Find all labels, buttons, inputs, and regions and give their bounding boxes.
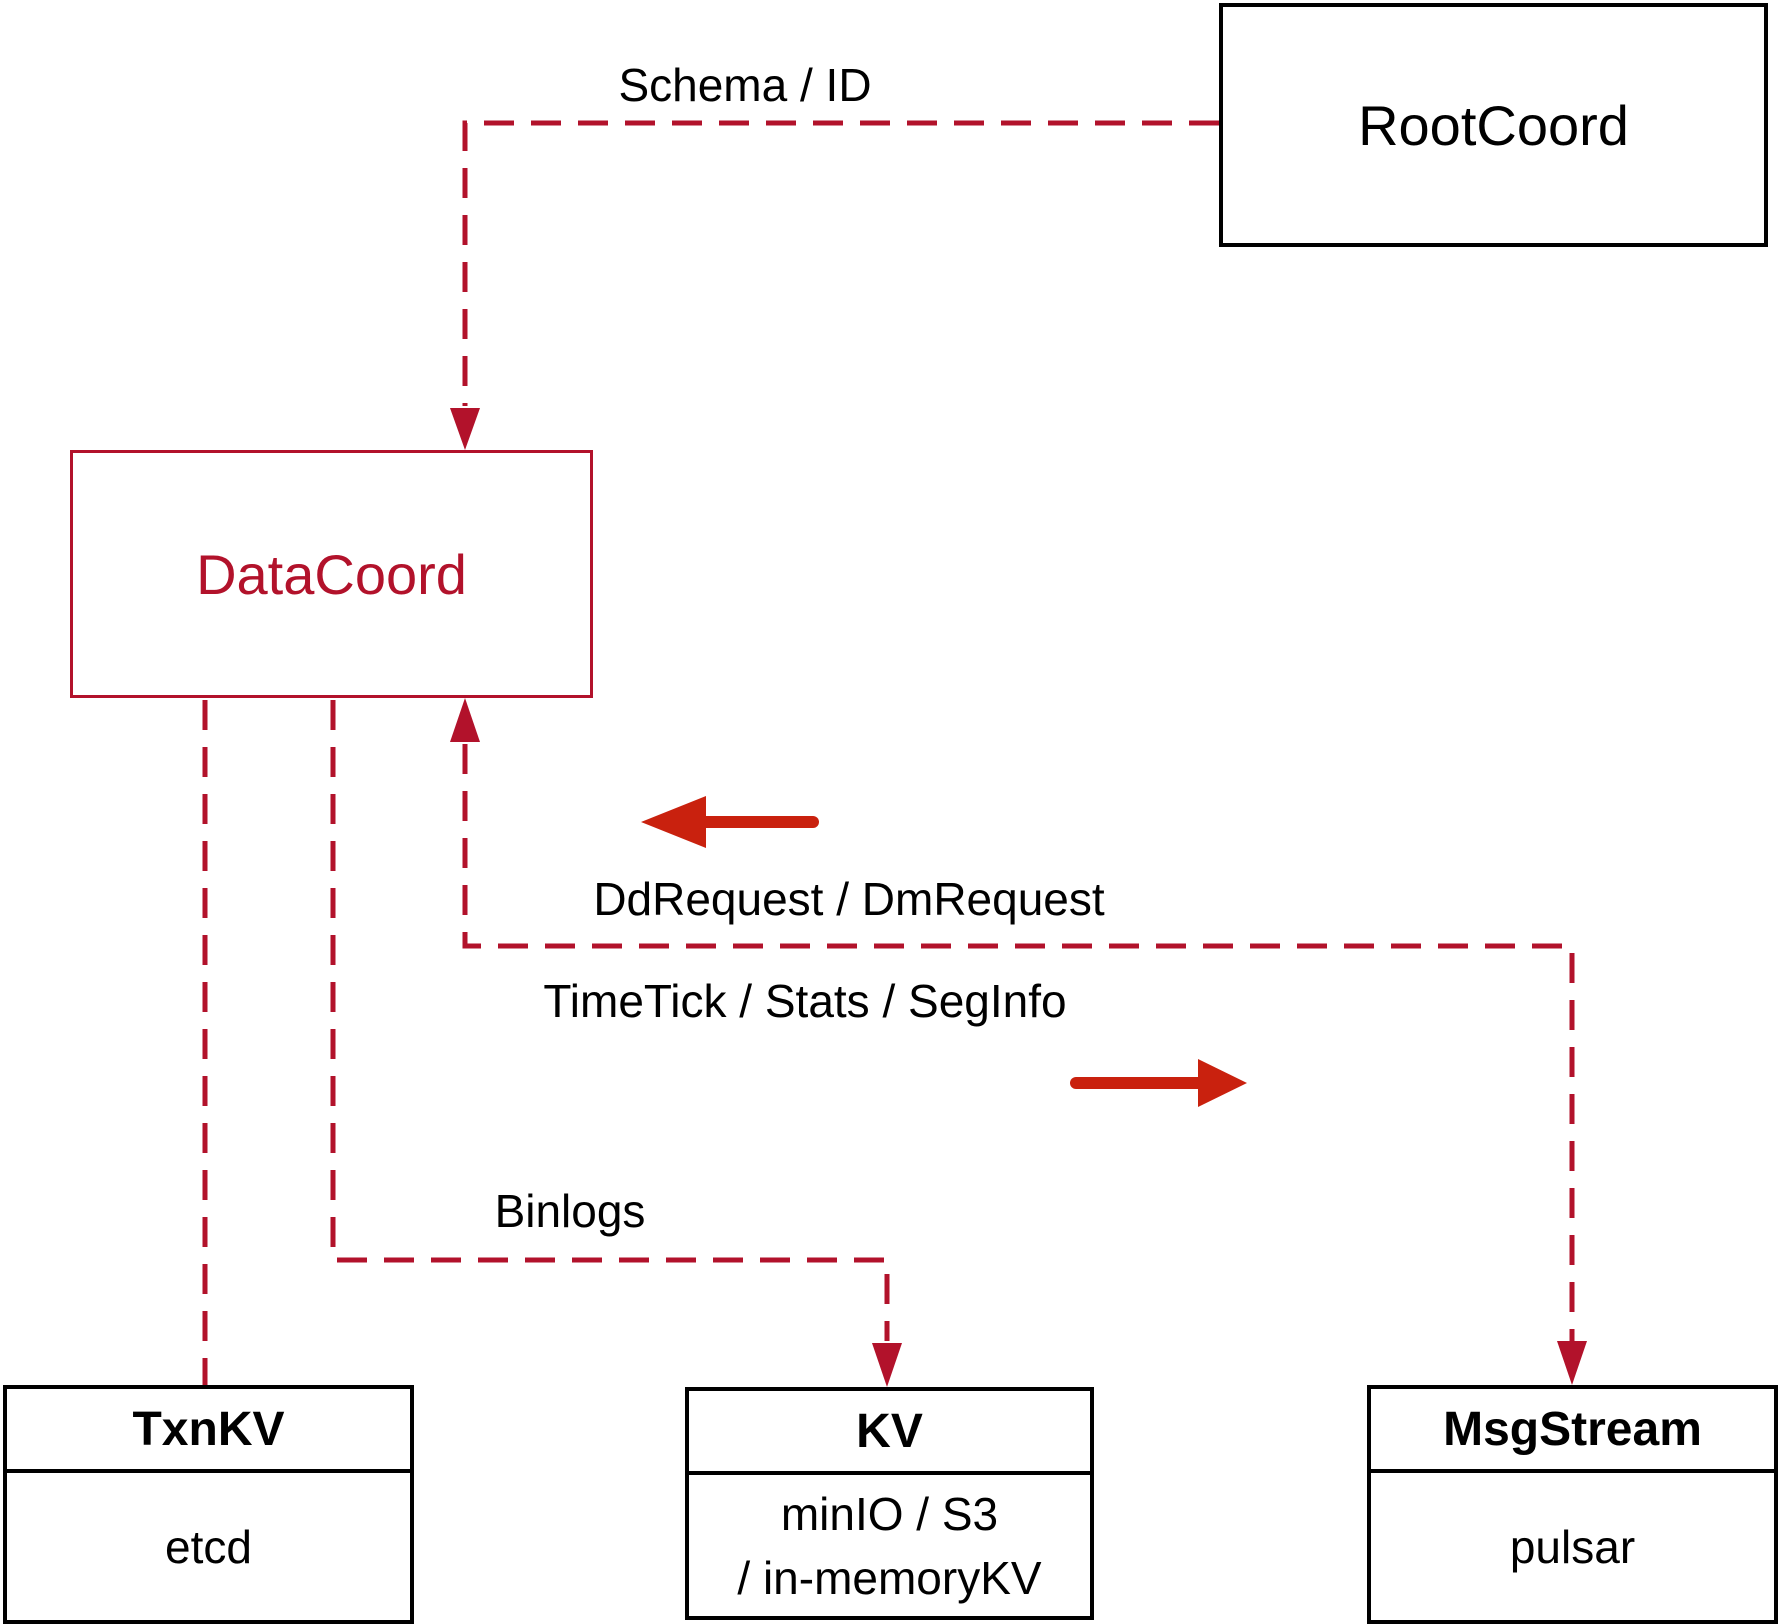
right-arrow-icon xyxy=(1198,1059,1247,1107)
kv-body-line1: minIO / S3 xyxy=(780,1487,999,1540)
msgstream-node: MsgStream pulsar xyxy=(1367,1385,1778,1624)
binlogs-connector xyxy=(330,700,890,1341)
kv-body-line2: / in-memoryKV xyxy=(737,1551,1042,1604)
schema-id-edge-label: Schema / ID xyxy=(618,59,872,111)
left-arrow-icon xyxy=(641,796,706,848)
ddrequest-msgstream-connector xyxy=(462,744,1575,1341)
arrowhead-down-icon xyxy=(1557,1341,1587,1385)
txnkv-title: TxnKV xyxy=(7,1389,410,1473)
arrowhead-down-icon xyxy=(450,408,480,450)
txnkv-body: etcd xyxy=(165,1520,252,1573)
schema-id-connector xyxy=(462,120,1219,406)
arrowhead-up-icon xyxy=(450,698,480,742)
msgstream-title: MsgStream xyxy=(1371,1389,1774,1473)
arrowhead-down-icon xyxy=(872,1343,902,1387)
rootcoord-label: RootCoord xyxy=(1358,93,1629,157)
ddrequest-edge-label: DdRequest / DmRequest xyxy=(593,873,1105,925)
datacoord-label: DataCoord xyxy=(196,542,467,606)
kv-title: KV xyxy=(689,1391,1090,1475)
binlogs-edge-label: Binlogs xyxy=(494,1185,646,1237)
kv-node: KV minIO / S3 / in-memoryKV xyxy=(685,1387,1094,1620)
txnkv-node: TxnKV etcd xyxy=(3,1385,414,1624)
datacoord-node: DataCoord xyxy=(70,450,593,698)
rootcoord-node: RootCoord xyxy=(1219,3,1768,247)
timetick-edge-label: TimeTick / Stats / SegInfo xyxy=(543,975,1067,1027)
msgstream-body: pulsar xyxy=(1509,1520,1636,1573)
